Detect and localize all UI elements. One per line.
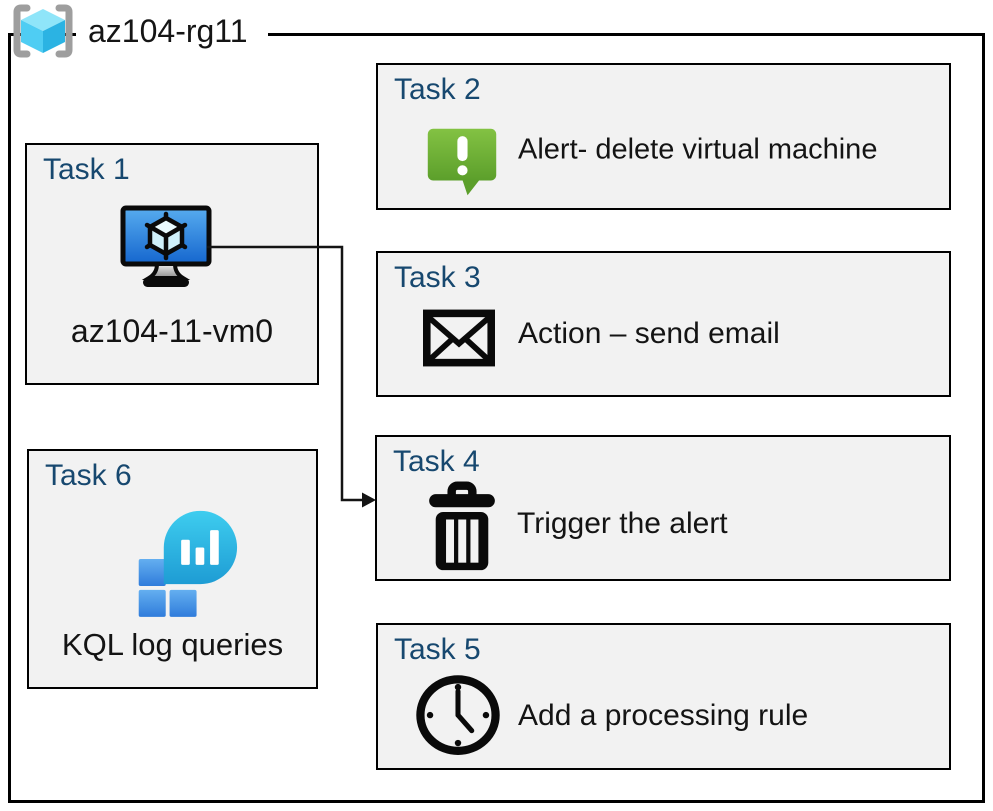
task6-caption: KQL log queries (61, 627, 284, 662)
virtual-machine-icon (120, 205, 212, 287)
email-envelope-icon (423, 309, 495, 367)
task6-title: Task 6 (45, 459, 132, 492)
task5-box: Task 5 Add a processing rule (376, 623, 951, 770)
task3-title: Task 3 (394, 261, 481, 294)
task5-caption: Add a processing rule (518, 699, 809, 732)
task6-box: Task 6 KQL log queries (27, 449, 318, 689)
trash-delete-icon (429, 481, 495, 571)
task4-box: Task 4 Trigger the alert (375, 435, 951, 581)
task1-box: Task 1 az1 (25, 143, 319, 385)
task3-caption: Action – send email (518, 317, 780, 350)
task2-box: Task 2 Alert- delete virtual machine (376, 63, 951, 210)
task5-title: Task 5 (394, 633, 481, 666)
task3-box: Task 3 Action – send email (376, 251, 951, 397)
task2-title: Task 2 (394, 73, 481, 106)
alert-message-icon (427, 128, 497, 196)
task1-caption: az104-11-vm0 (70, 313, 274, 349)
clock-icon (416, 675, 500, 755)
resource-group-icon (13, 4, 73, 58)
task1-title: Task 1 (43, 153, 130, 186)
task4-caption: Trigger the alert (517, 507, 728, 540)
log-analytics-icon (138, 510, 238, 617)
resource-group-header: az104-rg11 (10, 2, 268, 60)
resource-group-label: az104-rg11 (76, 9, 268, 53)
task4-title: Task 4 (393, 445, 480, 478)
task2-caption: Alert- delete virtual machine (518, 133, 878, 166)
